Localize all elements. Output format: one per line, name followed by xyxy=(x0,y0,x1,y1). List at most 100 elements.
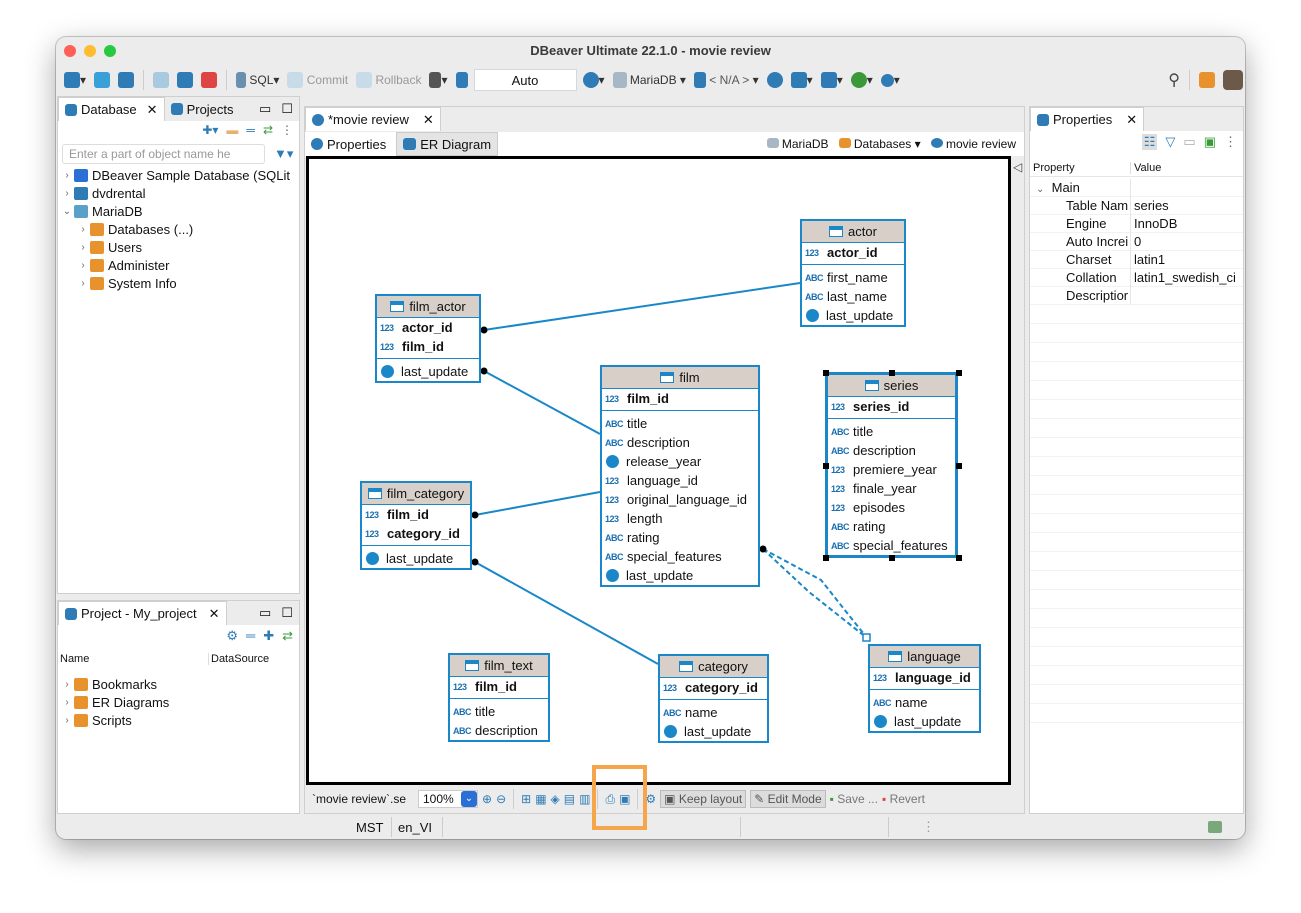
add-icon[interactable]: ✚ xyxy=(263,628,275,643)
entity-header[interactable]: film_category xyxy=(362,483,470,505)
tree-item-scripts[interactable]: ›Scripts xyxy=(65,712,132,728)
gear-icon[interactable]: ⚙ xyxy=(645,792,657,806)
collapse-all-icon[interactable]: ═ xyxy=(245,628,256,643)
property-row[interactable]: Descriptior xyxy=(1030,286,1243,305)
column[interactable]: last_update xyxy=(377,362,479,381)
breadcrumb-connection[interactable]: MariaDB xyxy=(766,137,829,151)
zoom-select[interactable]: 100%⌄ xyxy=(418,790,478,808)
reconnect-icon[interactable] xyxy=(175,69,195,91)
palette-toggle-icon[interactable]: ◁ xyxy=(1013,160,1023,174)
selection-handle[interactable] xyxy=(889,555,895,561)
folder-db-icon[interactable] xyxy=(116,69,136,91)
minimize-window-button[interactable] xyxy=(84,45,96,57)
active-schema-selector[interactable]: < N/A > ▾ xyxy=(692,69,761,91)
disconnect-icon[interactable] xyxy=(199,69,219,91)
lock-icon[interactable] xyxy=(454,69,470,91)
grid-icon[interactable]: ▾ xyxy=(789,69,815,91)
filter-input[interactable]: Enter a part of object name he xyxy=(62,144,265,164)
entity-header[interactable]: language xyxy=(870,646,979,668)
connection-status-icon[interactable] xyxy=(1208,821,1222,833)
entity-header[interactable]: film xyxy=(602,367,758,389)
entity-header[interactable]: series xyxy=(828,375,955,397)
view-style-icon[interactable]: ▥ xyxy=(579,792,591,806)
collapse-all-icon[interactable]: ═ xyxy=(246,123,255,137)
new-folder-icon[interactable]: ▬ xyxy=(226,123,239,137)
entity-header[interactable]: category xyxy=(660,656,767,678)
close-icon[interactable]: ✕ xyxy=(422,111,434,127)
save-button[interactable]: ▪ Save ... xyxy=(829,792,878,806)
new-connection-icon[interactable]: ▾ xyxy=(62,69,88,91)
tab-er-diagram[interactable]: ER Diagram xyxy=(396,132,499,156)
entity-header[interactable]: actor xyxy=(802,221,904,243)
selection-handle[interactable] xyxy=(956,370,962,376)
edit-mode-button[interactable]: ✎ Edit Mode xyxy=(750,790,826,808)
column[interactable]: last_update xyxy=(362,549,470,568)
new-connection-icon[interactable]: ✚▾ xyxy=(202,123,219,137)
entity-header[interactable]: film_text xyxy=(450,655,548,677)
group-main[interactable]: ⌄ Main xyxy=(1030,178,1243,197)
dashboard-icon[interactable] xyxy=(765,69,785,91)
selection-handle[interactable] xyxy=(956,555,962,561)
grid-icon[interactable]: ▦ xyxy=(535,792,547,806)
avatar[interactable] xyxy=(1221,69,1245,91)
minimize-icon[interactable]: ▭ xyxy=(259,605,272,620)
layout-icon[interactable]: ⊞ xyxy=(521,792,532,806)
tab-projects[interactable]: Projects xyxy=(165,97,240,121)
restore-default-icon[interactable]: ▣ xyxy=(1203,134,1216,149)
attributes-icon[interactable]: ◈ xyxy=(550,792,560,806)
more-icon[interactable]: ⋮ xyxy=(281,123,293,137)
tab-properties[interactable]: Properties xyxy=(305,132,392,156)
tree-item-sample-db[interactable]: ›DBeaver Sample Database (SQLit xyxy=(65,167,290,183)
maximize-icon[interactable]: ☐ xyxy=(281,101,293,116)
selection-handle[interactable] xyxy=(823,463,829,469)
tree-item-administer[interactable]: ›Administer xyxy=(81,257,170,273)
tab-movie-review[interactable]: *movie review✕ xyxy=(305,107,441,131)
gear-icon[interactable]: ⚙ xyxy=(226,628,238,643)
tab-database[interactable]: Database✕ xyxy=(58,97,165,121)
tools-icon[interactable]: ▾ xyxy=(819,69,845,91)
property-value[interactable]: latin1_swedish_ci xyxy=(1130,268,1243,287)
property-value[interactable]: latin1 xyxy=(1130,250,1243,269)
transaction-mode-icon[interactable]: ▾ xyxy=(427,69,449,91)
rollback-button[interactable]: Rollback xyxy=(354,69,423,91)
zoom-in-icon[interactable]: ⊕ xyxy=(482,792,493,806)
search-icon[interactable]: ⚲ xyxy=(1168,72,1180,89)
entity-header[interactable]: film_actor xyxy=(377,296,479,318)
column[interactable]: last_update xyxy=(660,722,767,741)
sql-editor-button[interactable]: SQL▾ xyxy=(234,69,281,91)
breadcrumb-databases[interactable]: Databases ▾ xyxy=(838,137,921,151)
selection-handle[interactable] xyxy=(956,463,962,469)
property-value[interactable]: series xyxy=(1130,196,1243,215)
property-value[interactable] xyxy=(1130,286,1243,305)
